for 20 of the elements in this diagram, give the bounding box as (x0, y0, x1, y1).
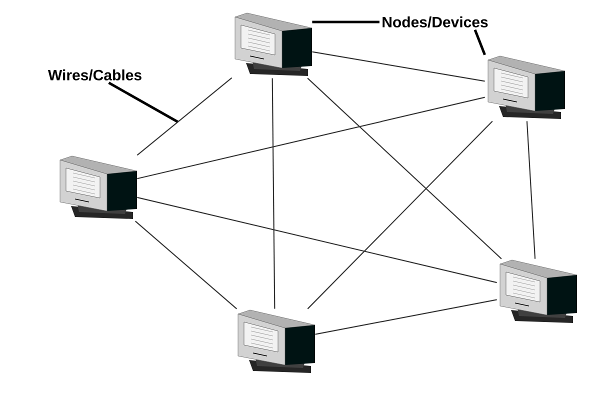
computer-drawing (500, 260, 578, 323)
cable-line (137, 96, 485, 180)
callout-label: Wires/Cables (48, 69, 142, 81)
cable-line (307, 120, 493, 310)
cable-line (312, 51, 485, 82)
callout-label: Nodes/Devices (382, 16, 488, 28)
cable-line (315, 299, 497, 335)
computer-drawing (238, 310, 316, 373)
leader-line (108, 82, 179, 124)
computer-drawing (234, 12, 312, 76)
leader-line (312, 20, 380, 24)
cable-line (526, 121, 536, 259)
cable-line (136, 77, 232, 156)
computer-drawing (60, 156, 138, 219)
cable-line (135, 220, 238, 310)
cable-line (272, 78, 276, 309)
leader-line (474, 29, 486, 56)
computer-drawing (488, 56, 566, 119)
cable-line (307, 78, 502, 260)
cable-line (137, 196, 497, 284)
